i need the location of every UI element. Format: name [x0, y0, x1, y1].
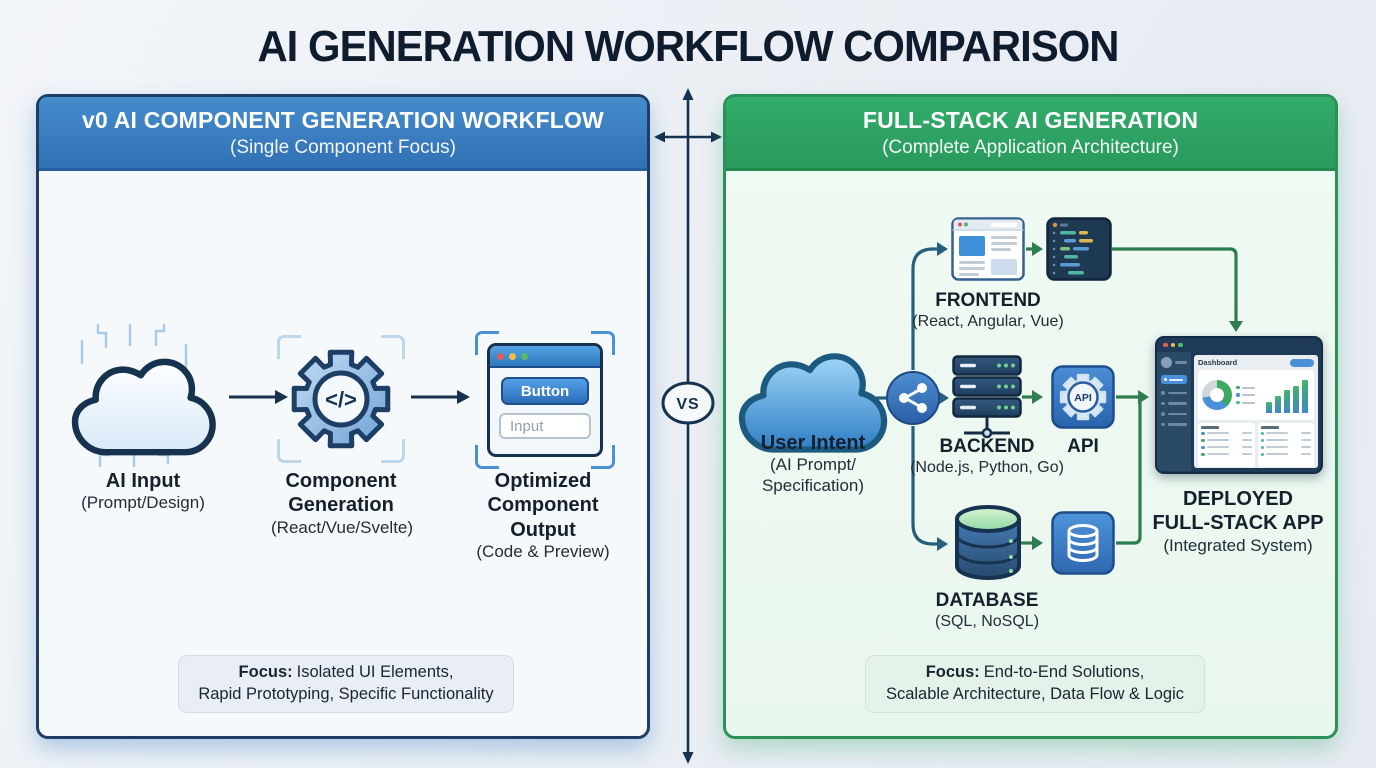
user-intent-label: User Intent (AI Prompt/ Specification) — [760, 432, 866, 496]
app-titlebar — [1157, 338, 1321, 352]
fullstack-title: FULL-STACK AI GENERATION — [862, 107, 1199, 133]
svg-text:</>: </> — [325, 387, 357, 412]
database-cylinder-icon — [955, 505, 1021, 580]
bracket-icon — [277, 439, 301, 463]
fullstack-subtitle: (Complete Application Architecture) — [882, 137, 1179, 158]
sidebar-active-item — [1161, 375, 1187, 384]
step-label-component-generation: Component Generation (React/Vue/Svelte) — [271, 470, 414, 537]
v0-workflow-title: v0 AI COMPONENT GENERATION WORKFLOW — [82, 107, 604, 133]
flow-arrow-icon — [229, 390, 288, 404]
dashboard-charts — [1198, 370, 1314, 420]
bracket-icon — [381, 439, 405, 463]
share-node-icon — [886, 371, 940, 425]
close-dot-icon — [497, 352, 504, 360]
step-label-optimized-output: Optimized Component Output (Code & Previ… — [476, 470, 610, 562]
arrow-up-icon — [682, 88, 694, 100]
vs-divider: VS — [654, 88, 722, 764]
database-label: DATABASE (SQL, NoSQL) — [934, 590, 1040, 631]
browser-titlebar — [490, 346, 600, 368]
gear-code-icon: </> — [291, 349, 391, 449]
frontend-browser-icon — [951, 217, 1025, 281]
donut-chart-icon — [1202, 380, 1232, 410]
page-title: AI GENERATION WORKFLOW COMPARISON — [257, 22, 1119, 71]
backend-label: BACKEND (Node.js, Python, Go) — [910, 436, 1064, 477]
v0-focus-note: Focus:Isolated UI Elements, Rapid Protot… — [178, 655, 514, 713]
bracket-icon — [591, 445, 615, 469]
fullstack-header: FULL-STACK AI GENERATION (Complete Appli… — [726, 97, 1335, 171]
v0-workflow-panel: v0 AI COMPONENT GENERATION WORKFLOW (Sin… — [36, 94, 650, 739]
avatar — [1161, 357, 1172, 368]
fullstack-focus-note: Focus:End-to-End Solutions, Scalable Arc… — [865, 655, 1205, 713]
ai-input-cloud-icon — [71, 323, 216, 468]
backend-server-icon — [952, 355, 1022, 439]
bracket-icon — [475, 445, 499, 469]
dashboard-list-card — [1198, 423, 1255, 467]
api-icon: API — [1051, 365, 1115, 429]
browser-preview-icon: Button Input — [487, 343, 603, 457]
frontend-label: FRONTEND (React, Angular, Vue) — [912, 290, 1064, 331]
app-main: Dashboard — [1194, 355, 1318, 468]
double-arrow-icon — [654, 131, 722, 143]
bracket-icon — [277, 335, 301, 359]
maximize-dot-icon — [521, 352, 528, 360]
deployed-app-label: DEPLOYED FULL-STACK APP (Integrated Syst… — [1152, 488, 1324, 555]
component-output-frame: Button Input — [475, 331, 615, 469]
bar-chart-icon — [1266, 377, 1310, 413]
v0-workflow-subtitle: (Single Component Focus) — [230, 137, 456, 158]
arrow-down-icon — [682, 752, 694, 764]
app-sidebar — [1157, 352, 1191, 471]
bracket-icon — [381, 335, 405, 359]
code-editor-icon — [1046, 217, 1112, 281]
minimize-dot-icon — [1170, 342, 1175, 348]
vs-badge — [661, 381, 715, 425]
minimize-dot-icon — [509, 352, 516, 360]
dashboard-list-card — [1257, 423, 1314, 467]
component-generation-frame: </> — [277, 335, 405, 463]
maximize-dot-icon — [1178, 342, 1183, 348]
step-label-ai-input: AI Input (Prompt/Design) — [81, 470, 205, 513]
close-dot-icon — [1163, 342, 1168, 348]
flow-arrow-icon — [411, 390, 470, 404]
bracket-icon — [591, 331, 615, 355]
preview-input: Input — [499, 413, 591, 439]
svg-text:API: API — [1074, 392, 1092, 404]
api-label: API — [1067, 436, 1099, 457]
bracket-icon — [475, 331, 499, 355]
deployed-app-window-icon: Dashboard — [1155, 336, 1323, 474]
fullstack-panel: FULL-STACK AI GENERATION (Complete Appli… — [723, 94, 1338, 739]
dashboard-action-button — [1290, 358, 1314, 367]
v0-workflow-header: v0 AI COMPONENT GENERATION WORKFLOW (Sin… — [39, 97, 647, 171]
dashboard-title: Dashboard — [1198, 358, 1238, 367]
preview-button: Button — [501, 377, 589, 405]
database-square-icon — [1051, 511, 1115, 575]
vs-label: VS — [676, 396, 699, 413]
user-intent-cloud-icon — [738, 353, 888, 453]
